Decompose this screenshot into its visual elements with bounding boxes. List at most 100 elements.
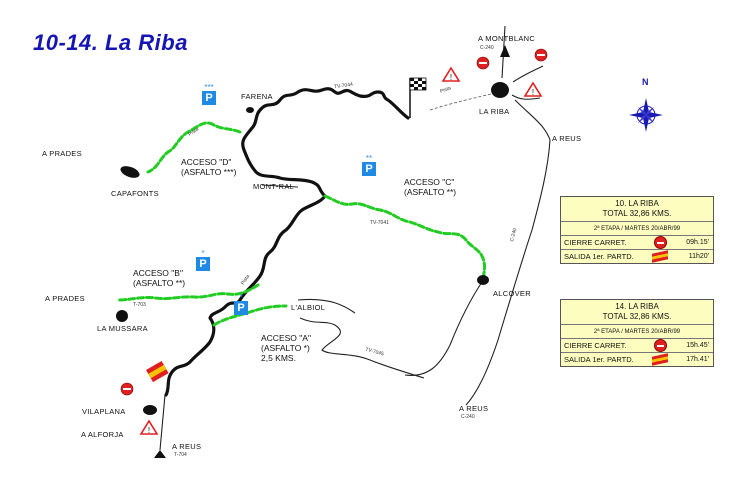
spanish-flag-icon — [652, 250, 668, 263]
acceso-b-surface: (ASFALTO **) — [133, 278, 186, 288]
acceso-a-title: ACCESO "A" — [261, 333, 311, 343]
spanish-flag-icon — [652, 353, 668, 366]
box-salida-time: 11h20' — [688, 253, 709, 260]
box-salida-row: SALIDA 1er. PARTD. 17h.41' — [561, 353, 713, 366]
label-c240-top: C-240 — [480, 45, 494, 51]
no-entry-icon — [653, 236, 667, 249]
spanish-flag-icon — [146, 361, 169, 383]
svg-text:!: ! — [532, 88, 534, 97]
parking-b-stars: * — [201, 249, 205, 258]
label-a-alforja: A ALFORJA — [81, 430, 124, 439]
label-l-albiol: L'ALBIOL — [291, 303, 326, 312]
road-mont-ral — [261, 184, 299, 188]
label-vilaplana: VILAPLANA — [82, 407, 126, 416]
parking-c-icon: P — [362, 162, 376, 176]
box-header: 10. LA RIBA TOTAL 32,86 KMS. — [561, 197, 713, 222]
access-b — [116, 283, 260, 302]
compass-rose-icon — [629, 98, 663, 132]
box-etapa: 2ª ETAPA / MARTES 20/ABR/99 — [561, 325, 713, 339]
label-farena: FARENA — [241, 92, 273, 101]
road-c240-east — [465, 99, 551, 406]
road-to-alcover — [404, 281, 483, 376]
stage-info-box-14: 14. LA RIBA TOTAL 32,86 KMS. 2ª ETAPA / … — [560, 299, 714, 367]
acceso-c-surface: (ASFALTO **) — [404, 187, 457, 197]
capafonts-blob — [120, 166, 140, 178]
no-entry-icon — [653, 339, 667, 352]
box-salida-row: SALIDA 1er. PARTD. 11h20' — [561, 250, 713, 263]
road-vilaplana-south — [159, 394, 166, 451]
compass-north-label: N — [642, 77, 649, 87]
acceso-d-title: ACCESO "D" — [181, 157, 232, 167]
box-salida-time: 17h.41' — [686, 356, 709, 363]
la-mussara-blob — [116, 310, 128, 322]
acceso-c-title: ACCESO "C" — [404, 177, 455, 187]
acceso-d-label: ACCESO "D" (ASFALTO ***) — [181, 157, 236, 177]
box-total-distance: TOTAL 32,86 KMS. — [602, 312, 672, 321]
arrow-reus-bottom-icon — [154, 450, 166, 458]
label-c240-bottom: C-240 — [461, 414, 475, 420]
parking-d-icon: P — [202, 91, 216, 105]
start-flag-icon — [409, 77, 427, 118]
box-etapa: 2ª ETAPA / MARTES 20/ABR/99 — [561, 222, 713, 236]
label-la-riba: LA RIBA — [479, 107, 510, 116]
label-la-mussara: LA MUSSARA — [97, 324, 148, 333]
vilaplana-blob — [143, 405, 157, 415]
road-tag-t703: T-703 — [133, 302, 146, 308]
box-total-distance: TOTAL 32,86 KMS. — [602, 209, 672, 218]
road-tv7045 — [299, 317, 425, 379]
acceso-a-label: ACCESO "A" (ASFALTO *) 2,5 KMS. — [261, 333, 311, 363]
parking-a-icon: P — [234, 301, 248, 315]
acceso-a-surface: (ASFALTO *) — [261, 343, 310, 353]
warning-icon — [139, 66, 543, 435]
parking-b-icon: P — [196, 257, 210, 271]
no-entry-icon — [120, 48, 548, 396]
label-a-prades-top: A PRADES — [42, 149, 82, 158]
box-salida-label: SALIDA 1er. PARTD. — [564, 355, 634, 364]
label-a-reus-right: A REUS — [552, 134, 582, 143]
road-albiol — [297, 298, 356, 314]
svg-text:!: ! — [450, 73, 452, 82]
box-cierre-time: 15h.45' — [686, 342, 709, 349]
stage-route — [164, 87, 410, 397]
box-cierre-row: CIERRE CARRET. 15h.45' — [561, 339, 713, 353]
acceso-c-label: ACCESO "C" (ASFALTO **) — [404, 177, 456, 197]
road-la-riba-se — [511, 94, 541, 100]
label-mont-ral: MONT-RAL — [253, 182, 295, 191]
access-c — [323, 194, 487, 284]
farena-blob — [246, 107, 254, 113]
acceso-d-surface: (ASFALTO ***) — [181, 167, 237, 177]
access-a — [212, 304, 288, 327]
box-header: 14. LA RIBA TOTAL 32,86 KMS. — [561, 300, 713, 325]
svg-text:!: ! — [148, 426, 150, 435]
parking-c-stars: ** — [365, 154, 373, 163]
box-cierre-label: CIERRE CARRET. — [564, 341, 627, 350]
box-stage-name: 14. LA RIBA — [615, 302, 659, 311]
box-salida-label: SALIDA 1er. PARTD. — [564, 252, 634, 261]
parking-d-stars: *** — [204, 83, 214, 92]
parking-b: * P — [196, 250, 210, 271]
parking-a: * P — [234, 294, 248, 315]
label-a-reus-bottom: A REUS — [459, 404, 489, 413]
parking-a-stars: * — [239, 293, 243, 302]
alcover-blob — [477, 275, 489, 285]
stage-info-box-10: 10. LA RIBA TOTAL 32,86 KMS. 2ª ETAPA / … — [560, 196, 714, 264]
label-amontblanc: A MONTBLANC — [478, 34, 536, 43]
label-alcover: ALCOVER — [493, 289, 531, 298]
arrow-amontblanc-icon — [500, 45, 510, 57]
road-la-riba-ne — [512, 65, 544, 83]
acceso-b-title: ACCESO "B" — [133, 268, 183, 278]
access-d — [146, 121, 242, 174]
box-cierre-row: CIERRE CARRET. 09h.15' — [561, 236, 713, 250]
box-stage-name: 10. LA RIBA — [615, 199, 659, 208]
label-t704: T-704 — [174, 452, 187, 458]
box-cierre-time: 09h.15' — [686, 239, 709, 246]
acceso-a-distance: 2,5 KMS. — [261, 353, 296, 363]
road-tag-tv7041: TV-7041 — [370, 220, 389, 226]
parking-c: ** P — [362, 155, 376, 176]
road-dashed-riba — [429, 92, 496, 111]
label-a-reus-left: A REUS — [172, 442, 202, 451]
label-a-prades-mid: A PRADES — [45, 294, 85, 303]
parking-d: *** P — [202, 84, 216, 105]
la-riba-blob — [491, 82, 509, 98]
